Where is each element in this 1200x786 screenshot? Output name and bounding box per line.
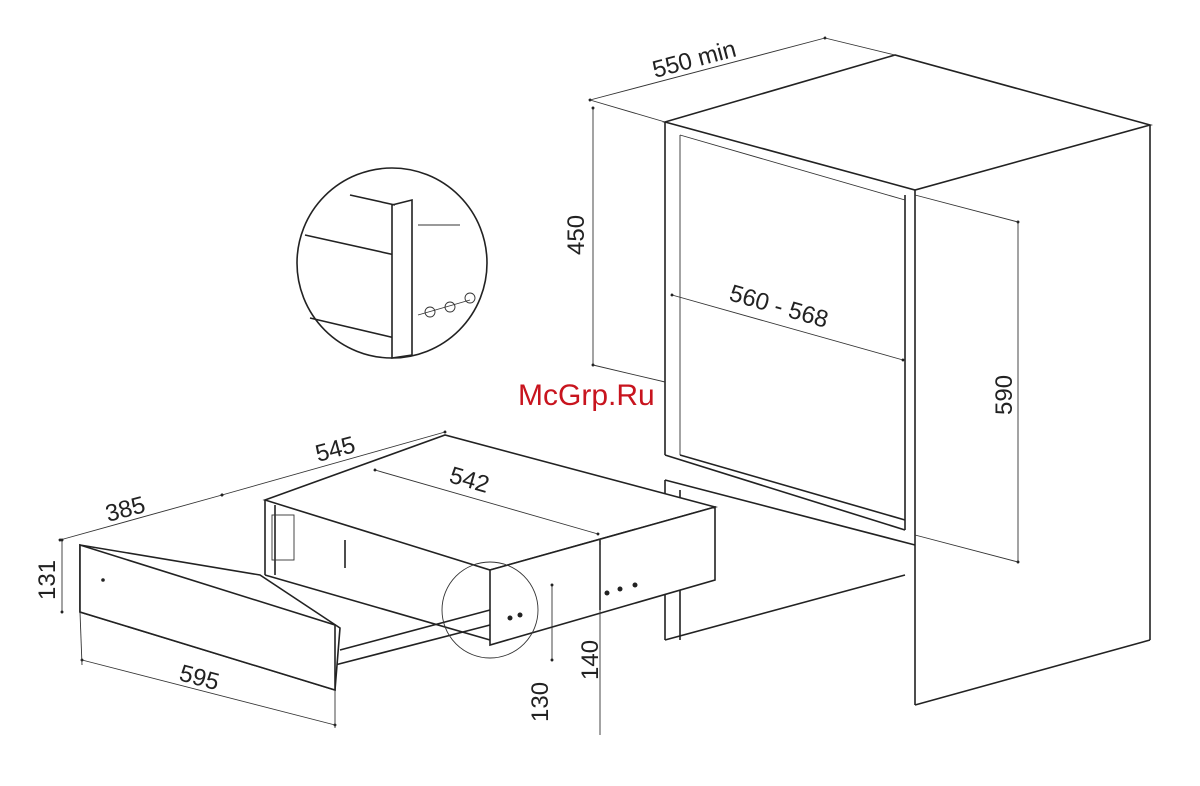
dim-385: 385 [103, 491, 149, 527]
dim-450: 450 [563, 215, 590, 255]
dim-131: 131 [34, 560, 61, 600]
drawer-dimensions: 545 542 385 131 595 130 140 [34, 430, 604, 735]
cabinet [662, 54, 1154, 706]
watermark: McGrp.Ru [518, 379, 655, 412]
dim-550-min: 550 min [650, 36, 739, 84]
dim-595: 595 [176, 660, 222, 696]
dim-590: 590 [991, 375, 1018, 415]
dim-130: 130 [527, 682, 554, 722]
detail-magnifier [296, 167, 488, 359]
dim-140: 140 [577, 640, 604, 680]
dim-560-568: 560 - 568 [726, 280, 831, 334]
dim-545: 545 [313, 431, 359, 467]
warming-drawer [79, 434, 719, 692]
